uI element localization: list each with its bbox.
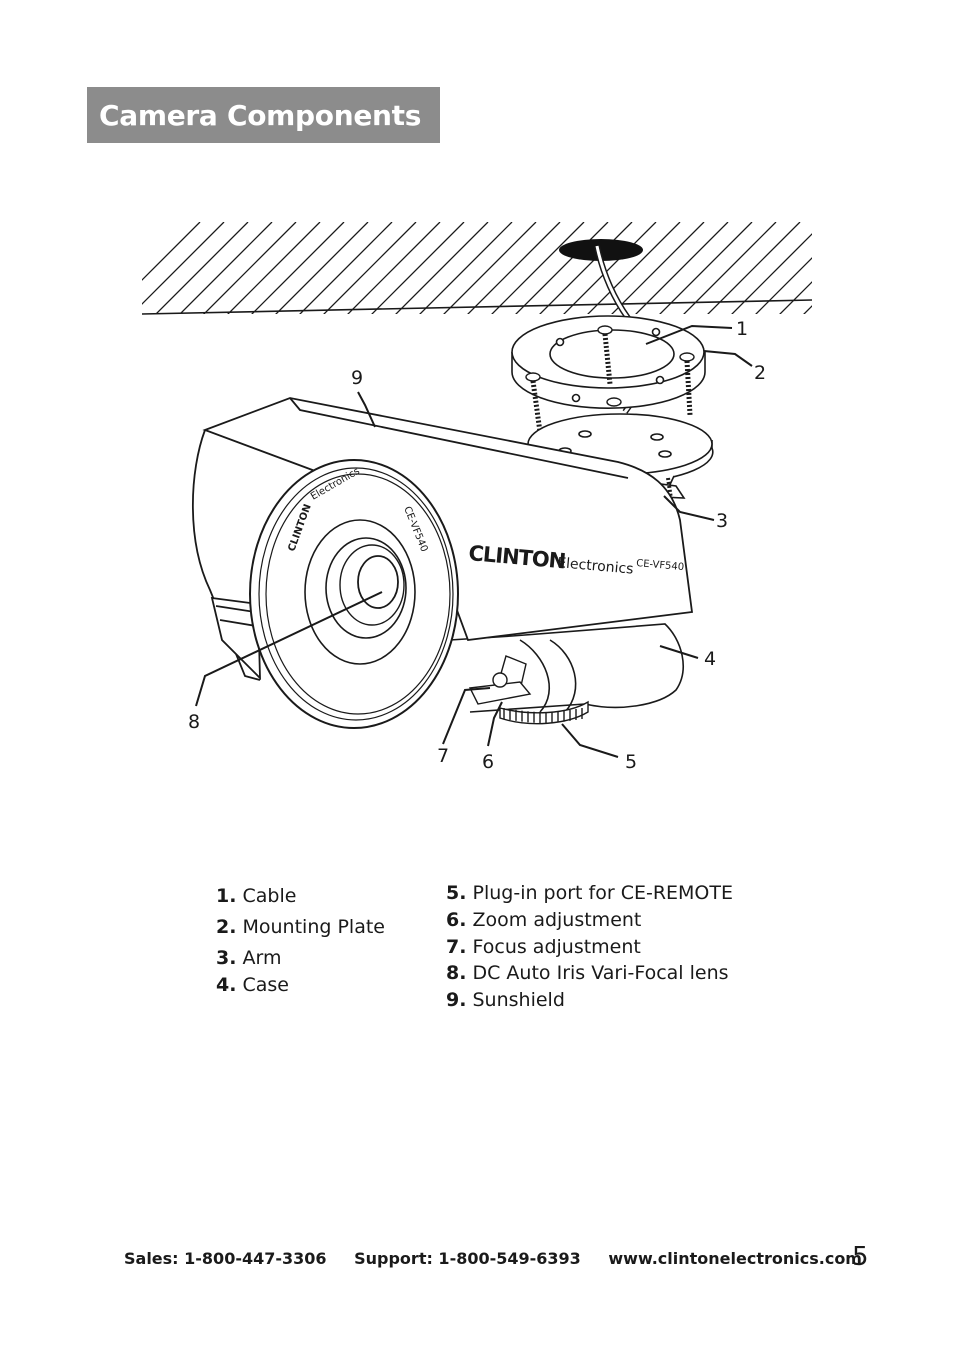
callout-2: 2 — [754, 362, 767, 384]
list-item: 3. Arm — [216, 947, 282, 969]
callout-9: 9 — [351, 367, 364, 389]
plug-in-port — [499, 700, 589, 725]
list-item: 8. DC Auto Iris Vari-Focal lens — [446, 962, 729, 984]
list-item: 4. Case — [216, 974, 289, 996]
screws — [525, 325, 695, 433]
sales-phone: Sales: 1-800-447-3306 — [124, 1249, 327, 1268]
page-number: 5 — [852, 1242, 869, 1272]
sunshield — [192, 397, 694, 681]
callout-3: 3 — [716, 510, 729, 532]
lens-front — [249, 459, 459, 729]
list-item: 5. Plug-in port for CE-REMOTE — [446, 882, 733, 904]
callout-7: 7 — [437, 745, 450, 767]
ceiling-hatch — [142, 222, 812, 314]
leader-lines — [195, 324, 753, 758]
list-item: 2. Mounting Plate — [216, 916, 385, 938]
list-item: 7. Focus adjustment — [446, 936, 641, 958]
support-phone: Support: 1-800-549-6393 — [354, 1249, 581, 1268]
callout-5: 5 — [625, 751, 638, 773]
website-link[interactable]: www.clintonelectronics.com — [608, 1249, 862, 1268]
list-item: 9. Sunshield — [446, 989, 565, 1011]
callout-1: 1 — [736, 318, 749, 340]
ceiling-line — [141, 299, 813, 315]
title-banner: Camera Components — [87, 87, 440, 143]
callout-8: 8 — [188, 711, 201, 733]
body-model: CE-VF540 — [636, 558, 685, 573]
mounting-plate — [511, 315, 706, 409]
page-title: Camera Components — [99, 98, 422, 132]
ceiling-hole — [559, 239, 643, 261]
list-item: 1. Cable — [216, 885, 297, 907]
footer-contact: Sales: 1-800-447-3306 Support: 1-800-549… — [124, 1249, 884, 1268]
callout-6: 6 — [482, 751, 495, 773]
body-brand-sub: Electronics — [557, 555, 634, 578]
callout-4: 4 — [704, 648, 717, 670]
list-item: 6. Zoom adjustment — [446, 909, 642, 931]
